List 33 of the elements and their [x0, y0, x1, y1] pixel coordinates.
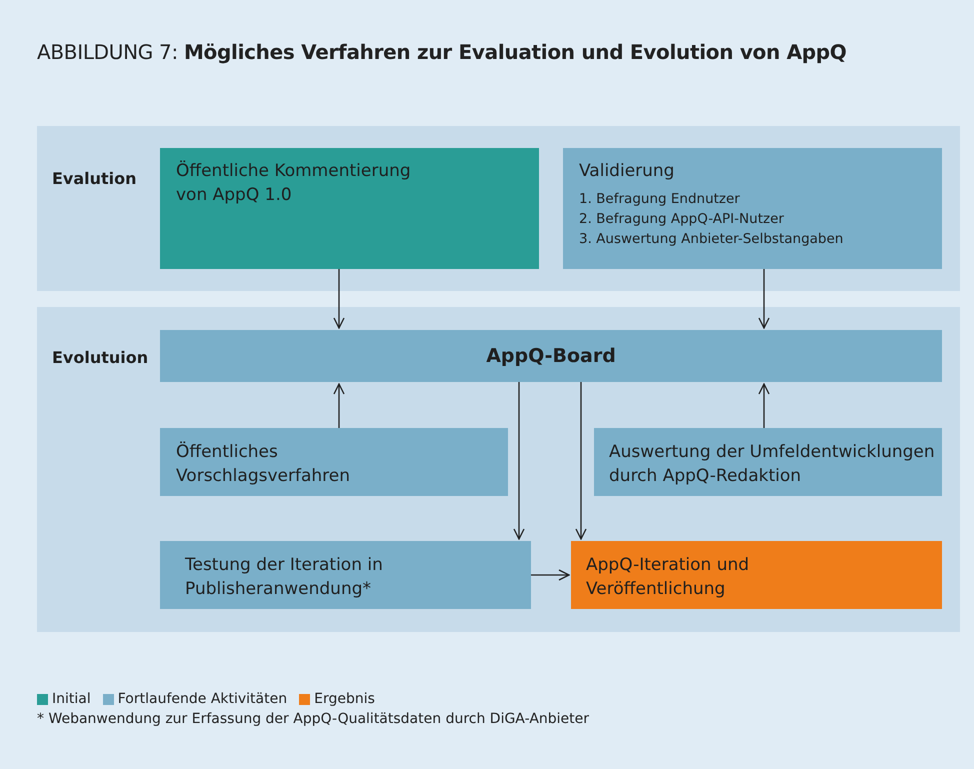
- process-box: [160, 541, 531, 609]
- footnote: * Webanwendung zur Erfassung der AppQ-Qualitätsdaten durch DiGA-Anbieter: [37, 711, 590, 727]
- box-text: AppQ-Board: [485, 344, 617, 369]
- arrow: [333, 269, 345, 329]
- section-band: [37, 307, 960, 632]
- result-box: [571, 541, 942, 609]
- section-band: [37, 126, 960, 291]
- box-text: Öffentliche Kommentierung von AppQ 1.0: [176, 160, 412, 207]
- arrow: [758, 383, 770, 428]
- arrow: [513, 382, 525, 540]
- process-box: [160, 330, 942, 382]
- process-box: [160, 148, 539, 269]
- legend-text: Fortlaufende Aktivitäten: [118, 691, 288, 707]
- process-box: [160, 428, 508, 496]
- legend-text: Initial: [52, 691, 91, 707]
- arrow: [531, 569, 570, 581]
- box-text: Validierung: [579, 160, 674, 183]
- list-item: 2. Befragung AppQ-API-Nutzer: [579, 210, 784, 229]
- process-box: [594, 428, 942, 496]
- box-text: Öffentliches Vorschlagsverfahren: [176, 441, 352, 488]
- section-heading: Evolutuion: [52, 347, 148, 369]
- arrow: [333, 383, 345, 428]
- legend-text: Ergebnis: [314, 691, 375, 707]
- section-heading: Evalution: [52, 168, 137, 190]
- arrow: [575, 382, 587, 540]
- box-text: Testung der Iteration in Publisheranwendung*: [185, 554, 384, 601]
- list-item: 1. Befragung Endnutzer: [579, 190, 740, 209]
- box-text: AppQ-Iteration und Veröffentlichung: [586, 554, 750, 601]
- figure-title: ABBILDUNG 7: Mögliches Verfahren zur Evaluation und Evolution von AppQ: [37, 40, 847, 64]
- process-box: [563, 148, 942, 269]
- box-text: Auswertung der Umfeldentwicklungen durch AppQ-Redaktion: [609, 441, 936, 488]
- arrow: [758, 269, 770, 329]
- list-item: 3. Auswertung Anbieter-Selbstangaben: [579, 230, 844, 249]
